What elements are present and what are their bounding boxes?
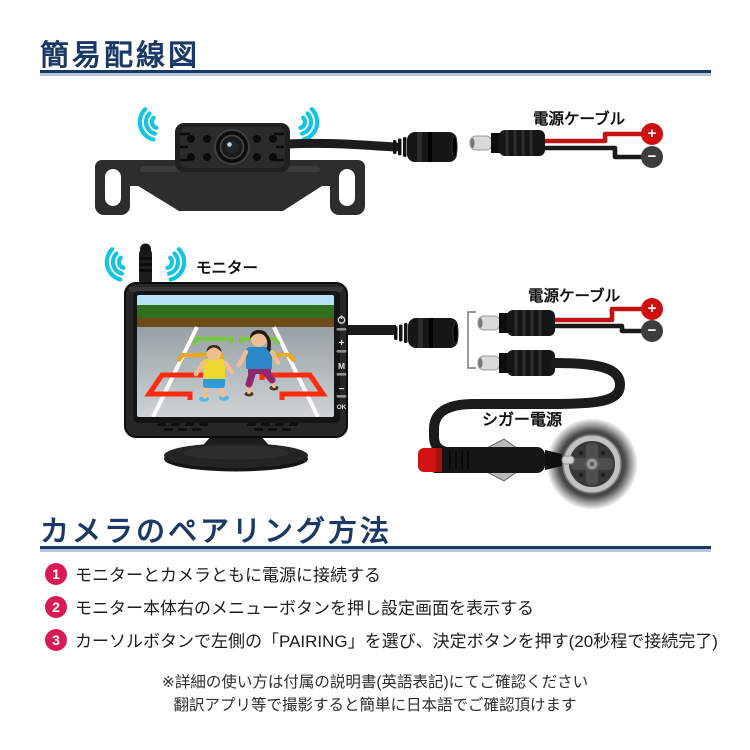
pairing-steps-list: 1 モニターとカメラともに電源に接続する 2 モニター本体右のメニューボタンを押… (45, 561, 725, 660)
screen-road (137, 327, 334, 417)
pairing-title-underline (40, 546, 711, 549)
power-wires (543, 131, 645, 160)
wireless-signal-right-icon (165, 247, 187, 282)
cigar-power-label: シガー電源 (482, 412, 563, 429)
screen-dirt (137, 318, 334, 327)
footer-line-1: ※詳細の使い方は付属の説明書(英語表記)にてご確認ください (161, 674, 589, 691)
screen-sky (137, 295, 334, 305)
step-number-badge: 2 (45, 595, 67, 618)
wireless-signal-right-icon (298, 107, 320, 142)
pairing-section-title: カメラのペアリング方法 (40, 516, 393, 548)
cigar-cable (429, 358, 626, 457)
plus-terminal-icon: + (641, 298, 663, 320)
plus-button-label: + (339, 338, 345, 349)
camera-power-cable-illustration (469, 130, 645, 160)
camera-lens (214, 129, 250, 165)
minus-terminal-icon: − (641, 320, 663, 342)
power-wires (553, 306, 642, 334)
wireless-signal-left-icon (137, 107, 159, 142)
pedestrian-woman (236, 330, 281, 397)
camera-vents (180, 132, 284, 162)
camera-illustration (95, 107, 458, 215)
step-row-2: 2 モニター本体右のメニューボタンを押し設定画面を表示する (45, 594, 725, 619)
dc-plug-top (477, 310, 555, 336)
ir-led-dots (187, 135, 277, 161)
screen-grass (137, 305, 334, 318)
power-icon (337, 315, 346, 324)
step-number-badge: 1 (45, 562, 67, 585)
dc-plug (469, 130, 545, 156)
step-number-badge: 3 (45, 628, 67, 651)
plus-terminal-icon: + (641, 123, 663, 145)
camera-cable (283, 138, 401, 152)
step-text: カーソルボタンで左側の「PAIRING」を選び、決定ボタンを押す(20秒程で接続… (75, 632, 718, 651)
wireless-signal-left-icon (104, 247, 126, 282)
step-row-1: 1 モニターとカメラともに電源に接続する (45, 561, 725, 586)
minus-terminal-icon: − (641, 146, 663, 168)
ok-button-label: OK (337, 404, 347, 411)
monitor-stand (164, 434, 308, 472)
cigar-plug (418, 438, 575, 482)
wiring-section-title: 簡易配線図 (40, 40, 201, 72)
step-text: モニター本体右のメニューボタンを押し設定画面を表示する (75, 599, 534, 618)
splitter-bracket (467, 311, 476, 369)
pedestrian-child (193, 345, 235, 402)
dc-plug-bottom (477, 350, 555, 376)
camera-module (175, 123, 290, 172)
monitor-buttons: + M − OK (336, 315, 347, 411)
camera-dc-jack (393, 132, 458, 162)
lane-lines (151, 326, 320, 417)
wiring-title-underline (40, 70, 711, 73)
monitor-power-cable-label: 電源ケーブル (528, 288, 621, 305)
minus-button-label: − (339, 384, 345, 395)
monitor-label: モニター (196, 260, 259, 277)
cigar-socket-illustration (546, 418, 638, 510)
speaker-grill (157, 423, 298, 431)
camera-bracket (95, 160, 365, 215)
footer-note: ※詳細の使い方は付属の説明書(英語表記)にてご確認ください 翻訳アプリ等で撮影す… (0, 671, 750, 717)
monitor-illustration: + M − OK (104, 243, 385, 472)
monitor-antenna (139, 243, 152, 286)
step-text: モニターとカメラともに電源に接続する (75, 566, 381, 585)
menu-button-label: M (338, 361, 345, 371)
camera-power-cable-label: 電源ケーブル (533, 111, 626, 128)
step-row-3: 3 カーソルボタンで左側の「PAIRING」を選び、決定ボタンを押す(20秒程で… (45, 627, 725, 652)
footer-line-2: 翻訳アプリ等で撮影すると簡単に日本語でご確認頂けます (173, 697, 577, 714)
monitor-power-cable-illustration (350, 306, 642, 510)
monitor-screen (137, 295, 334, 417)
monitor-dc-jack (394, 318, 459, 348)
